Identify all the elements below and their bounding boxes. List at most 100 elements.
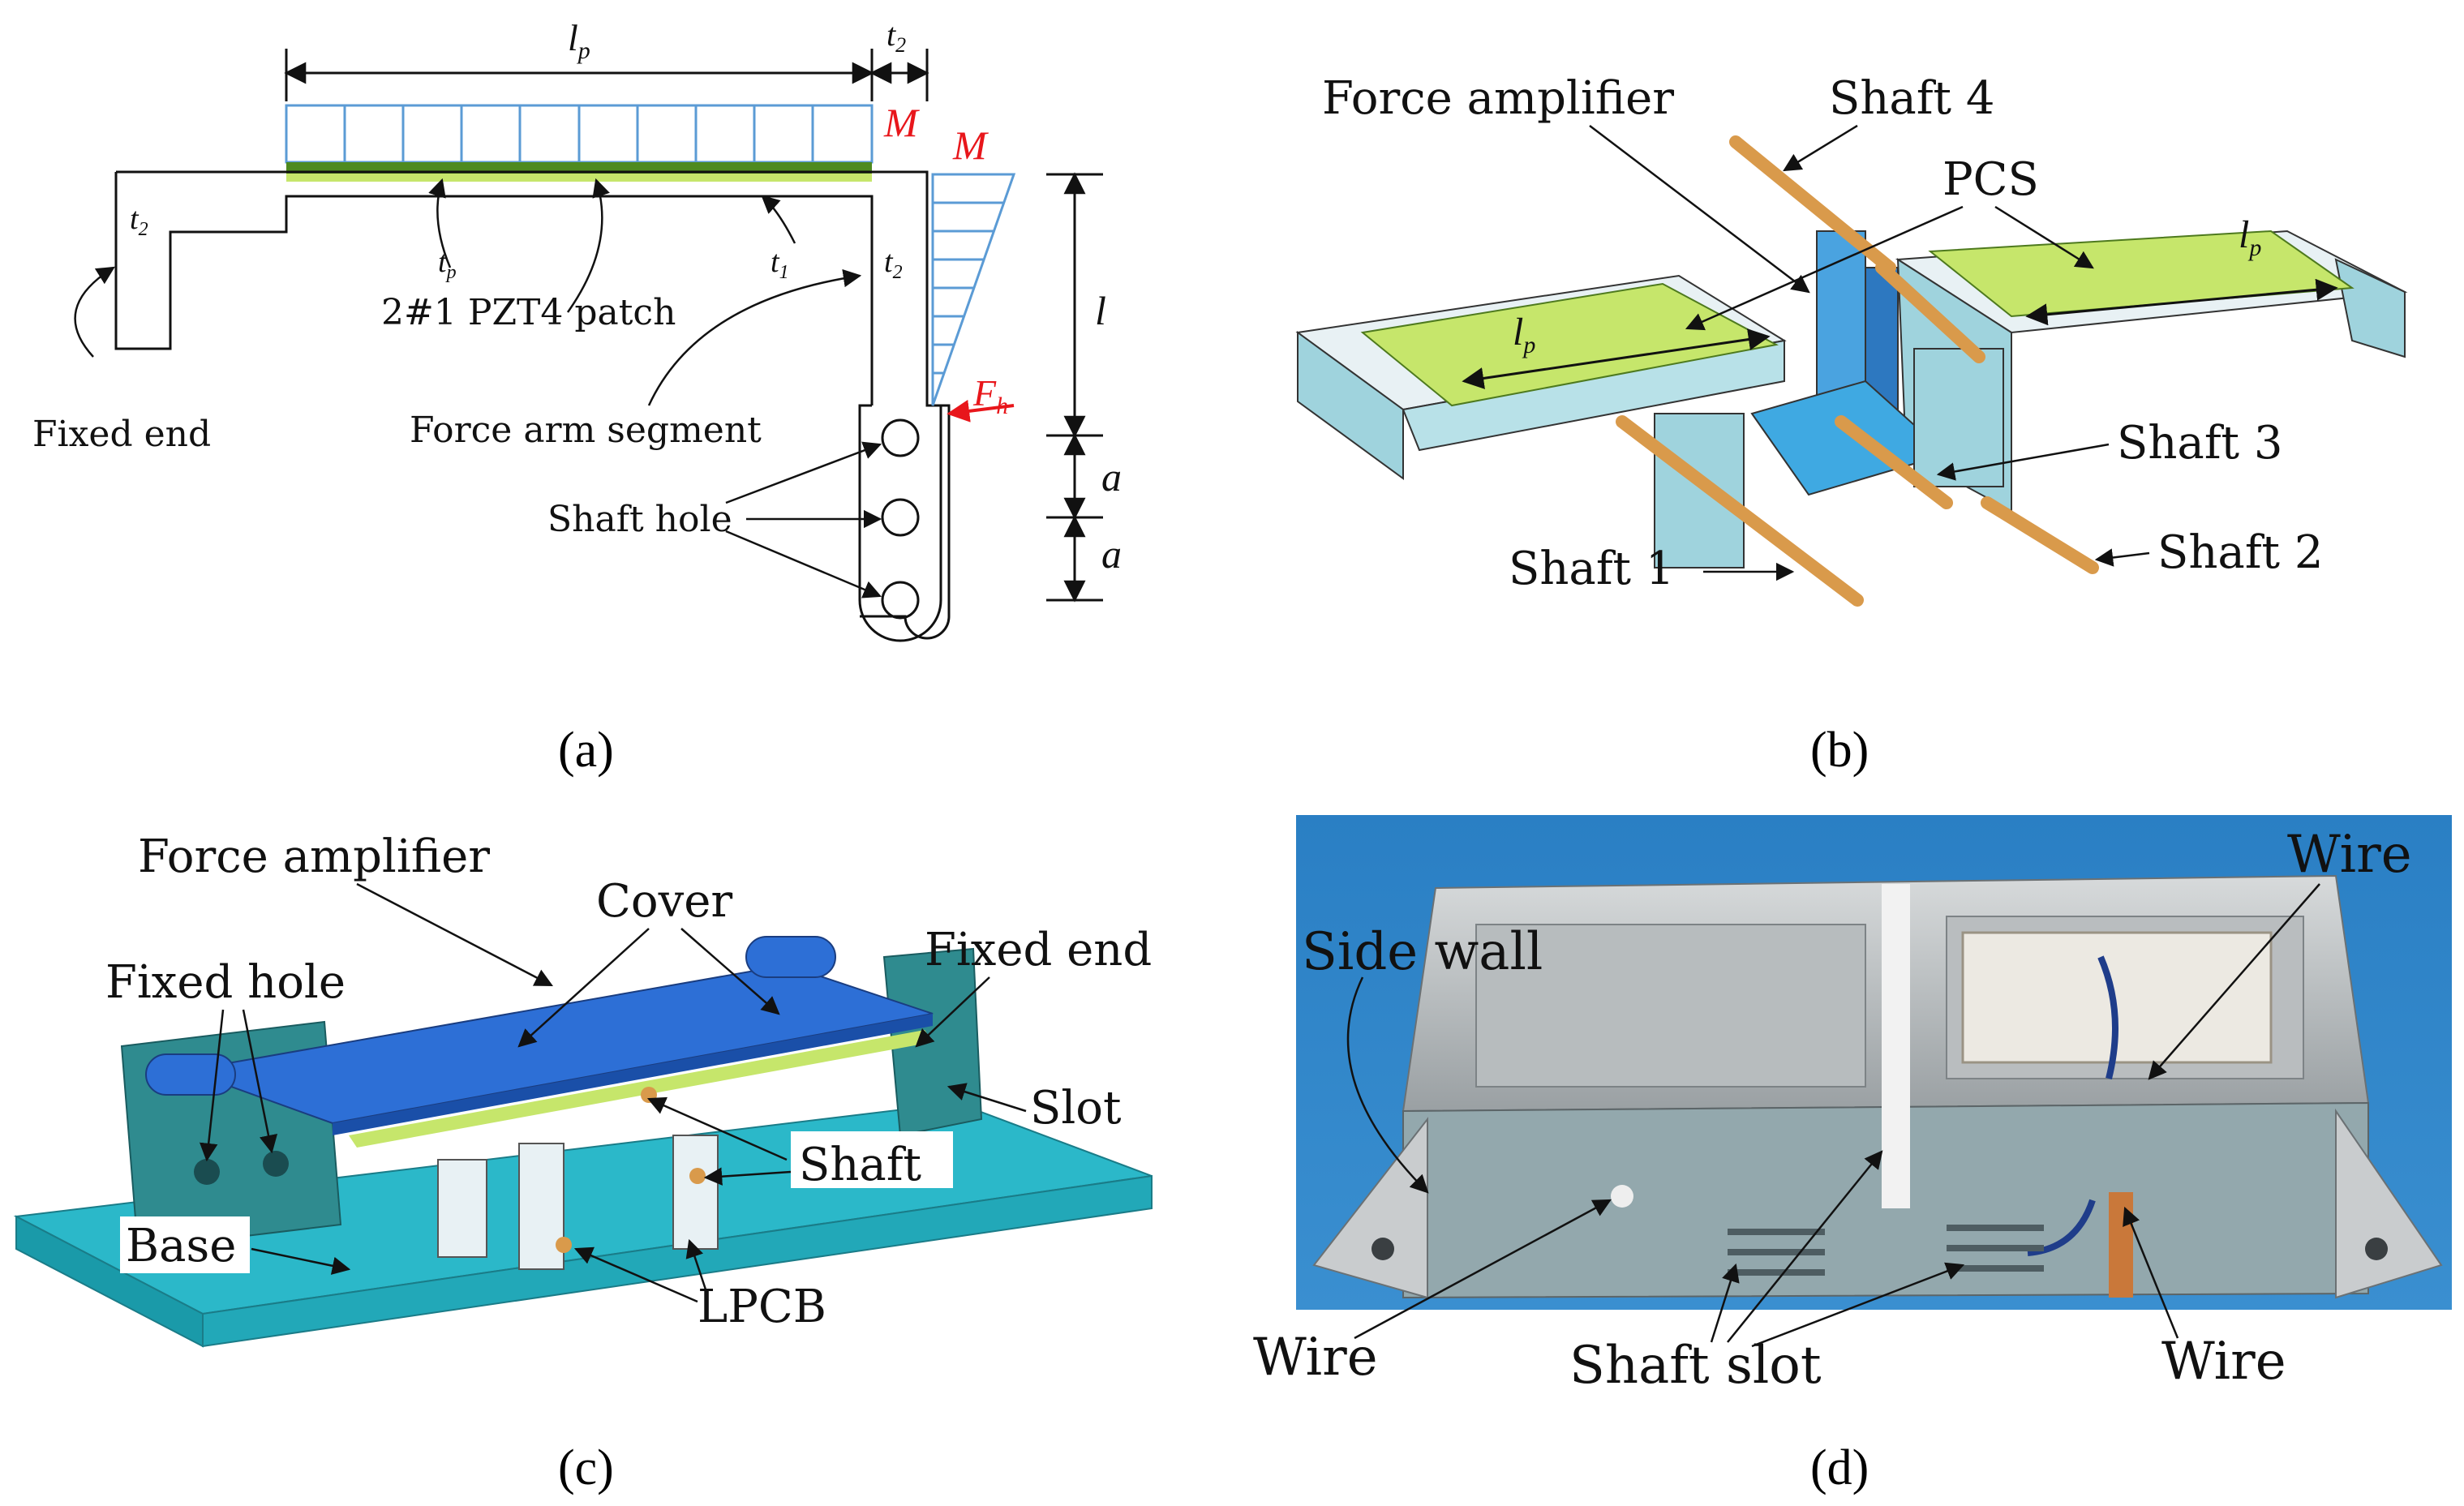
fixed-hole-pointer-2	[242, 1009, 278, 1154]
shaft-pointer-2	[703, 1167, 792, 1186]
base-label-bg	[120, 1216, 250, 1273]
panel-c: Force amplifier Cover Fixed end Fixed ho…	[13, 830, 1153, 1495]
lpcb-label: LPCB	[698, 1281, 826, 1333]
caption-d: (d)	[1810, 1440, 1869, 1495]
side-wall-label: Side wall	[1302, 922, 1543, 982]
force-amplifier-pointer-c	[356, 882, 553, 987]
wire-right-pointer	[2123, 1206, 2179, 1339]
wire-left-pointer	[1354, 1199, 1612, 1340]
lpcb-3	[672, 1135, 719, 1250]
force-arm-label: Force arm segment	[410, 410, 762, 451]
shaft1-label: Shaft 1	[1509, 543, 1674, 595]
moment-label-2: M	[952, 122, 989, 168]
pzt-patch	[285, 104, 874, 182]
shaft-slot-pointer-3	[1751, 1262, 1965, 1348]
shaft-label-bg	[791, 1131, 953, 1188]
slot-label: Slot	[1030, 1082, 1122, 1135]
lpcb-1	[437, 1159, 487, 1258]
shaft-1	[1616, 415, 1864, 607]
t1-label: t1	[771, 245, 789, 283]
shaft-hole-label: Shaft hole	[547, 499, 732, 540]
a-label-1: a	[1101, 454, 1122, 500]
beam-inner	[114, 172, 874, 405]
pcs-label: PCS	[1942, 153, 2039, 206]
shaft-hole-3	[881, 581, 920, 620]
shaft2-label: Shaft 2	[2157, 526, 2323, 579]
shaft3-pointer	[1936, 443, 2110, 481]
t2-left-label: t2	[130, 202, 148, 240]
lp-dim-left	[1462, 328, 1771, 389]
panel-a: lp t2 M M	[32, 16, 1122, 778]
wire-top-label: Wire	[2287, 825, 2412, 885]
force-arm-pointer	[647, 268, 862, 406]
panel-b: lp lp Force amplifier Shaft 4 PCS Shaft …	[1295, 72, 2408, 778]
fixed-end-pointer	[74, 266, 115, 358]
lp-dim-right	[2025, 278, 2338, 326]
side-wall-pointer	[1346, 976, 1429, 1194]
t2-top-label: t2	[886, 16, 906, 57]
lpcb-pointer-1	[573, 1246, 698, 1303]
shaft-hole-arrow-3	[725, 530, 882, 599]
fixed-end-pointer-c	[915, 976, 990, 1048]
panel-d: Side wall Wire Wire Shaft slot Wire (d)	[1253, 815, 2452, 1495]
shaft-slot-label: Shaft slot	[1569, 1336, 1822, 1396]
shaft-hole-arrow-1	[725, 441, 882, 504]
shaft-3	[1835, 415, 1953, 509]
wire-right-label: Wire	[2161, 1332, 2286, 1392]
cover-pointer-2	[680, 928, 780, 1015]
shaft3-label: Shaft 3	[2117, 417, 2282, 470]
shaft2-pointer	[2094, 548, 2150, 567]
fixed-end-label-c: Fixed end	[925, 924, 1152, 976]
base-pointer	[251, 1247, 351, 1275]
moment-diagram	[931, 173, 1016, 406]
base-label: Base	[126, 1220, 236, 1272]
force-label: Fh	[972, 372, 1008, 419]
beam-outline	[116, 170, 951, 640]
tp-pointer	[428, 178, 452, 268]
patch-pointer	[566, 178, 610, 313]
fixed-hole-pointer-1	[199, 1009, 225, 1162]
moment-label-1: M	[883, 100, 920, 145]
shaft4-label: Shaft 4	[1829, 72, 1994, 125]
cover-pointer-1	[517, 928, 650, 1048]
shaft4-pointer	[1783, 124, 1858, 172]
caption-b: (b)	[1810, 723, 1869, 778]
lp-label: lp	[568, 17, 590, 64]
tp-label: tp	[438, 245, 457, 283]
wire-top-pointer	[2148, 883, 2320, 1080]
shaft-slot-pointer-1	[1710, 1263, 1740, 1343]
lpcb-2	[518, 1143, 564, 1270]
shaft-hole-1	[881, 418, 920, 457]
shaft-hole-2	[881, 498, 920, 537]
pcs-pointer-left	[1685, 205, 1964, 331]
force-amplifier-label: Force amplifier	[1322, 72, 1674, 125]
shaft-slot-pointer-2	[1727, 1150, 1883, 1343]
l-label: l	[1095, 288, 1106, 333]
a-label-2: a	[1101, 531, 1122, 577]
copper-strip	[2109, 1192, 2133, 1298]
center-slot	[1882, 884, 1910, 1208]
fixed-hole-label: Fixed hole	[105, 956, 346, 1009]
t2-right-label: t2	[884, 245, 903, 283]
caption-a: (a)	[558, 723, 614, 778]
caption-c: (c)	[558, 1440, 614, 1495]
force-amplifier-pointer	[1589, 125, 1810, 294]
lp-left-label: lp	[1513, 311, 1535, 358]
t1-pointer	[761, 195, 796, 244]
slot-pointer	[947, 1083, 1027, 1113]
lpcb-pointer-2	[685, 1238, 707, 1290]
cover-label: Cover	[596, 875, 732, 928]
shaft-label: Shaft	[799, 1139, 922, 1191]
lp-right-label: lp	[2239, 213, 2261, 261]
shaft-2	[1981, 496, 2099, 574]
pcs-pointer-right	[1994, 205, 2094, 269]
patch-label: 2#1 PZT4 patch	[381, 292, 676, 333]
shaft-upper	[1875, 261, 1985, 363]
shaft-4	[1729, 135, 1896, 274]
force-arrow	[947, 399, 1015, 423]
force-arm-tip	[858, 404, 942, 642]
force-amplifier-label-c: Force amplifier	[138, 830, 490, 883]
wire-top-photo	[2097, 955, 2118, 1079]
fixed-end-label: Fixed end	[32, 414, 211, 455]
shaft-pointer-1	[646, 1096, 788, 1161]
